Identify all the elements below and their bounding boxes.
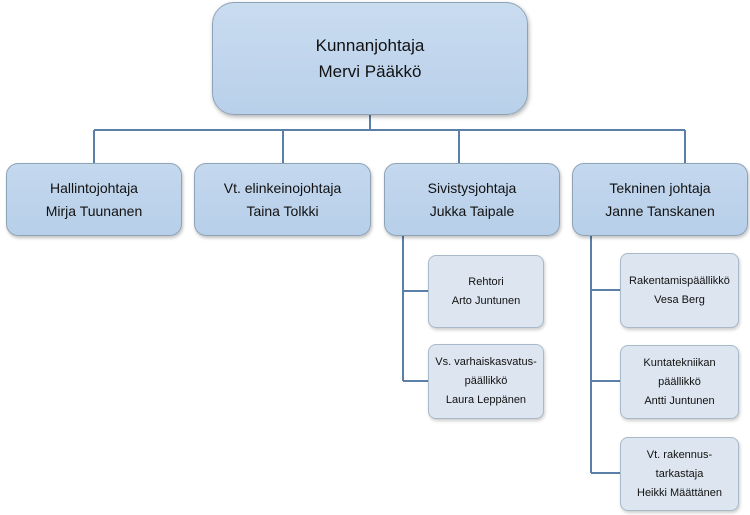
role-title: Hallintojohtaja (50, 179, 138, 196)
person-name: Heikki Määttänen (637, 486, 722, 499)
person-name: Laura Leppänen (445, 394, 527, 406)
tekninen-johtaja-box: Tekninen johtaja Janne Tanskanen (572, 163, 748, 236)
person-name: Antti Juntunen (644, 394, 715, 407)
kunnanjohtaja-box: Kunnanjohtaja Mervi Pääkkö (212, 2, 528, 115)
rakennustarkastaja-box: Vt. rakennus- tarkastaja Heikki Määttäne… (620, 437, 739, 511)
role-title-line1: Vt. rakennus- (646, 448, 713, 461)
role-title: Kuntatekniikan päällikkö (643, 356, 716, 388)
role-title-line2: tarkastaja (655, 467, 704, 480)
person-name: Arto Juntunen (451, 294, 521, 307)
rakentamispaallikko-box: Rakentamispäällikkö Vesa Berg (620, 253, 739, 328)
person-name: Mirja Tuunanen (45, 202, 143, 219)
hallintojohtaja-box: Hallintojohtaja Mirja Tuunanen (6, 163, 182, 236)
person-name: Janne Tanskanen (605, 202, 715, 219)
role-title: Tekninen johtaja (609, 179, 711, 196)
role-title: Sivistysjohtaja (427, 179, 517, 196)
role-title: Rakentamispäällikkö (629, 274, 730, 287)
role-title-line1: Vs. varhaiskasvatus- (435, 356, 537, 368)
role-title-line2: päällikkö (464, 375, 508, 387)
elinkeinojohtaja-box: Vt. elinkeinojohtaja Taina Tolkki (194, 163, 371, 236)
role-title: Rehtori (468, 275, 504, 288)
person-name: Mervi Pääkkö (318, 61, 422, 81)
person-name: Jukka Taipale (429, 202, 515, 219)
varhaiskasvatuspaallikko-box: Vs. varhaiskasvatus- päällikkö Laura Lep… (428, 344, 544, 419)
role-title: Vt. elinkeinojohtaja (223, 179, 342, 196)
rehtori-box: Rehtori Arto Juntunen (428, 255, 544, 328)
role-title: Kunnanjohtaja (315, 35, 425, 55)
kuntatekniikan-paallikko-box: Kuntatekniikan päällikkö Antti Juntunen (620, 345, 739, 419)
sivistysjohtaja-box: Sivistysjohtaja Jukka Taipale (384, 163, 560, 236)
person-name: Taina Tolkki (246, 202, 319, 219)
person-name: Vesa Berg (654, 293, 705, 306)
